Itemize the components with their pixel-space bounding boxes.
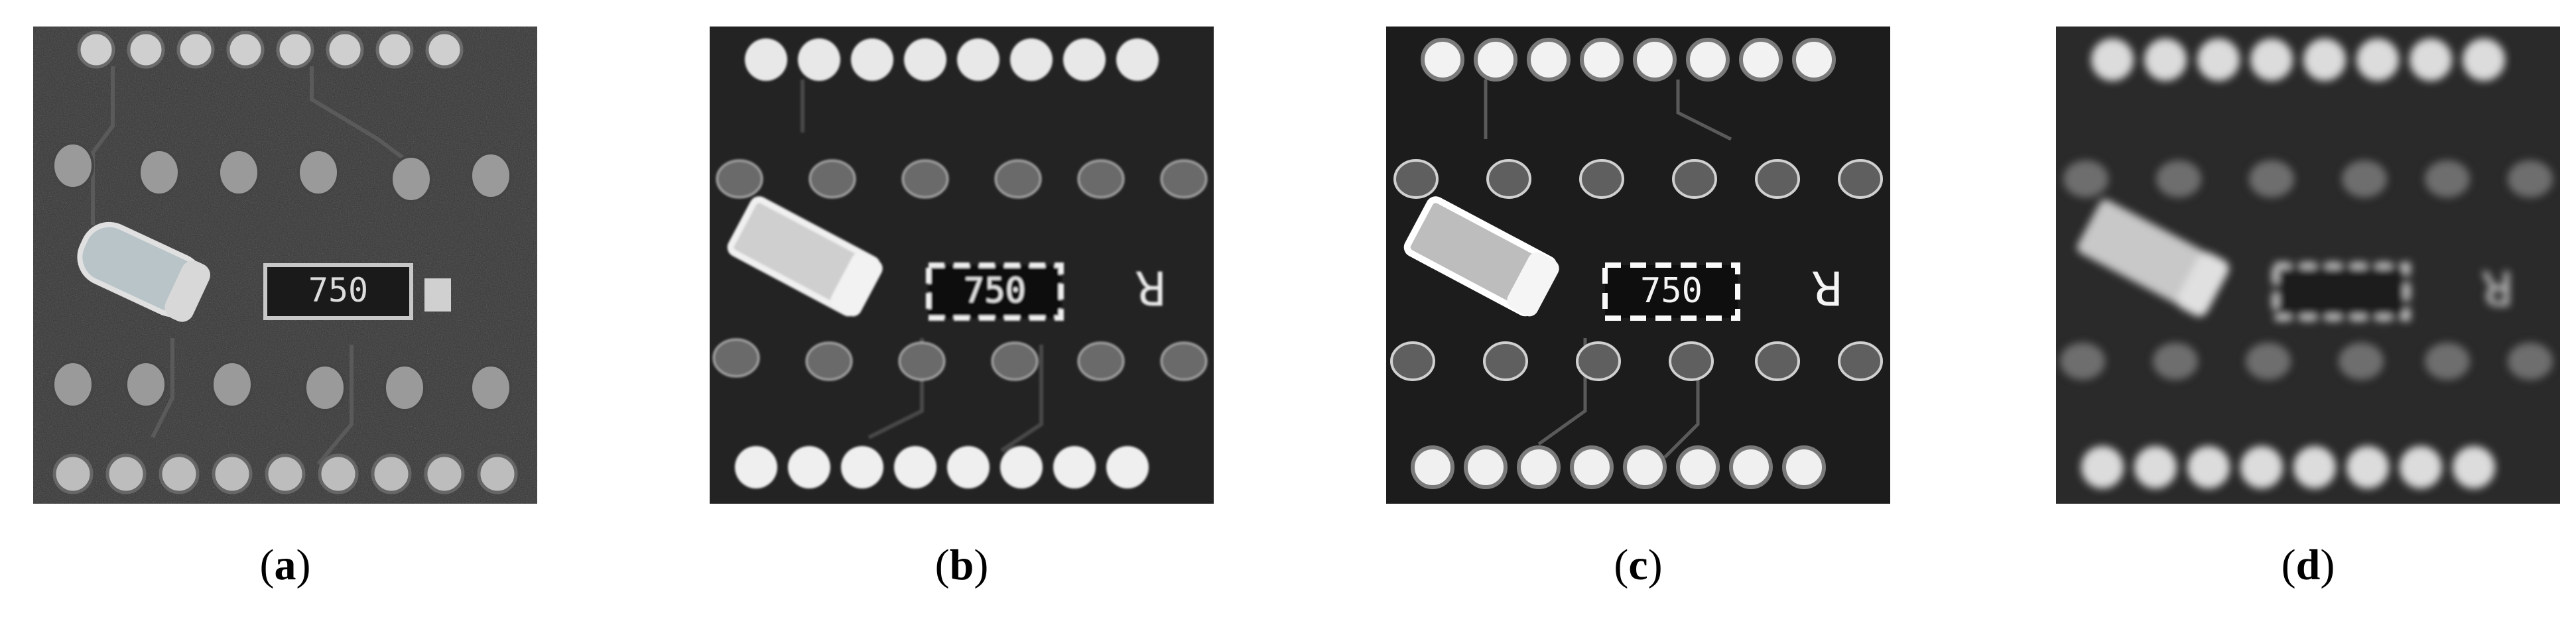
- svg-text:750: 750: [964, 271, 1026, 311]
- pcb-board-image: 750: [33, 27, 537, 504]
- svg-text:750: 750: [308, 271, 368, 310]
- capacitor-component: [77, 221, 210, 322]
- svg-text:750: 750: [1640, 271, 1703, 311]
- capacitor-component: [727, 196, 883, 317]
- smd-resistor-array: 750: [1602, 262, 1740, 321]
- caption-a: (a): [259, 541, 311, 589]
- caption-d: (d): [2281, 541, 2335, 589]
- solder-pad-row-top: [2091, 38, 2505, 81]
- pcb-board-image: R: [2056, 27, 2560, 504]
- capacitor-component: [2077, 200, 2229, 317]
- svg-text:R: R: [1811, 260, 1844, 315]
- smd-resistor-array: 750: [926, 262, 1064, 321]
- panel-a-image: 750: [33, 27, 537, 504]
- panel-c-image: 750 R: [1386, 27, 1890, 504]
- panel-b-image: 750 R: [710, 27, 1214, 504]
- capacitor-component: [1403, 196, 1559, 317]
- smd-resistor-array: 750: [263, 263, 451, 320]
- caption-b: (b): [934, 541, 989, 589]
- pcb-board-image: 750 R: [710, 27, 1214, 504]
- smd-resistor-array: [2272, 262, 2410, 321]
- panel-d-image: R: [2056, 27, 2560, 504]
- pcb-board-image: 750 R: [1386, 27, 1890, 504]
- svg-text:R: R: [2481, 260, 2514, 315]
- solder-pad-row-top: [745, 38, 1159, 81]
- svg-text:R: R: [1135, 260, 1167, 315]
- solder-pad-row-top: [77, 30, 464, 69]
- solder-pad-row-top: [1421, 38, 1836, 82]
- caption-c: (c): [1614, 541, 1663, 589]
